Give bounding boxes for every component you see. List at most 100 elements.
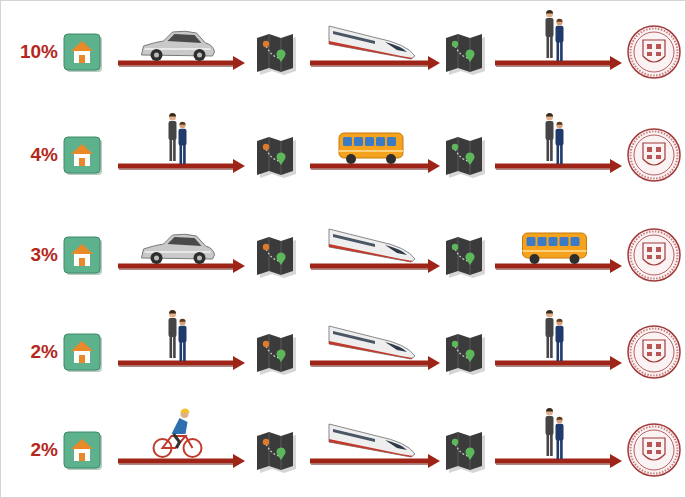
car-icon: [142, 234, 215, 264]
map-sheet: [257, 334, 293, 372]
map-sheet: [446, 237, 482, 275]
journey-row: [64, 10, 680, 78]
map-pin: [277, 152, 286, 165]
seal-ring: [631, 232, 678, 279]
bus-window: [571, 237, 580, 246]
hair: [556, 417, 562, 420]
car-hub: [154, 256, 159, 261]
train-stripe: [329, 439, 413, 457]
leg: [557, 144, 560, 164]
bus-icon: [339, 133, 403, 164]
home-icon: [64, 34, 102, 72]
map-sheet: [446, 334, 482, 372]
seal-emblem: [647, 44, 661, 56]
train-body: [329, 326, 415, 359]
arrow-shadow: [119, 269, 235, 271]
train-windows: [333, 31, 375, 44]
head: [556, 417, 562, 423]
home-door: [79, 453, 85, 461]
arrow-head: [233, 259, 245, 273]
seal-ring: [631, 132, 678, 179]
bus-wheel: [570, 254, 580, 264]
torso: [556, 424, 564, 441]
home-roof: [71, 439, 93, 449]
car-hub: [154, 53, 159, 58]
walking-icon: [169, 113, 187, 164]
home-tile: [64, 137, 100, 173]
car-wheel: [194, 49, 206, 61]
head: [556, 319, 562, 325]
map-pin: [263, 244, 269, 250]
walking-icon: [546, 10, 564, 61]
leg: [180, 341, 183, 361]
home-door: [79, 355, 85, 363]
pedestrian: [546, 310, 554, 358]
map-pin: [452, 341, 458, 347]
home-wall: [74, 154, 90, 166]
leg: [560, 439, 563, 459]
route-arrow: [118, 56, 245, 70]
train-windshield: [385, 42, 407, 52]
head: [556, 122, 562, 128]
train-stripe: [329, 341, 413, 359]
pedestrian: [179, 122, 187, 164]
map-pin: [452, 41, 458, 47]
seal-emblem: [647, 442, 661, 454]
home-wall: [74, 254, 90, 266]
seal-outer: [628, 229, 680, 281]
arrow-shaft: [495, 164, 612, 169]
leg: [560, 144, 563, 164]
hair: [179, 122, 185, 125]
arrow-head: [428, 259, 440, 273]
arrow-shadow: [119, 66, 235, 68]
pedestrian: [179, 319, 187, 361]
arrow-shadow: [311, 464, 430, 466]
bus-window: [549, 237, 558, 246]
home-door: [79, 158, 85, 166]
hair: [556, 19, 562, 22]
bus-window: [538, 237, 547, 246]
pedestrian: [169, 310, 177, 358]
car-window: [168, 34, 202, 43]
home-roof: [71, 41, 93, 51]
map-pin: [466, 349, 475, 362]
leg: [170, 336, 173, 359]
leg: [180, 144, 183, 164]
leg: [547, 336, 550, 359]
train-icon: [329, 26, 415, 59]
map-pin: [466, 152, 475, 165]
arrow-shaft: [310, 459, 430, 464]
university-seal: [628, 326, 680, 378]
map-icon: [446, 237, 485, 278]
arrow-shadow: [119, 464, 235, 466]
train-windshield: [385, 440, 407, 450]
arrow-head: [428, 356, 440, 370]
arrow-head: [610, 159, 622, 173]
arrow-shadow: [311, 269, 430, 271]
arrow-head: [610, 56, 622, 70]
train-windows: [333, 234, 375, 247]
bus-stripe: [339, 150, 403, 152]
arrow-shaft: [310, 164, 430, 169]
train-icon: [329, 326, 415, 359]
pedestrian: [556, 19, 564, 61]
torso: [546, 18, 554, 37]
university-seal: [628, 26, 680, 78]
arrow-head: [610, 356, 622, 370]
head: [546, 11, 553, 18]
home-tile: [64, 334, 100, 370]
arrow-shaft: [310, 361, 430, 366]
home-tile: [64, 237, 100, 273]
head: [169, 311, 176, 318]
torso: [179, 129, 187, 146]
train-body: [329, 26, 415, 59]
head: [546, 311, 553, 318]
hair: [556, 319, 562, 322]
torso: [546, 121, 554, 140]
route-arrow: [495, 259, 622, 273]
map-sheet: [446, 137, 482, 175]
map-pin: [263, 41, 269, 47]
arrow-shaft: [495, 264, 612, 269]
bus-window: [376, 137, 385, 146]
bus-window: [365, 137, 374, 146]
